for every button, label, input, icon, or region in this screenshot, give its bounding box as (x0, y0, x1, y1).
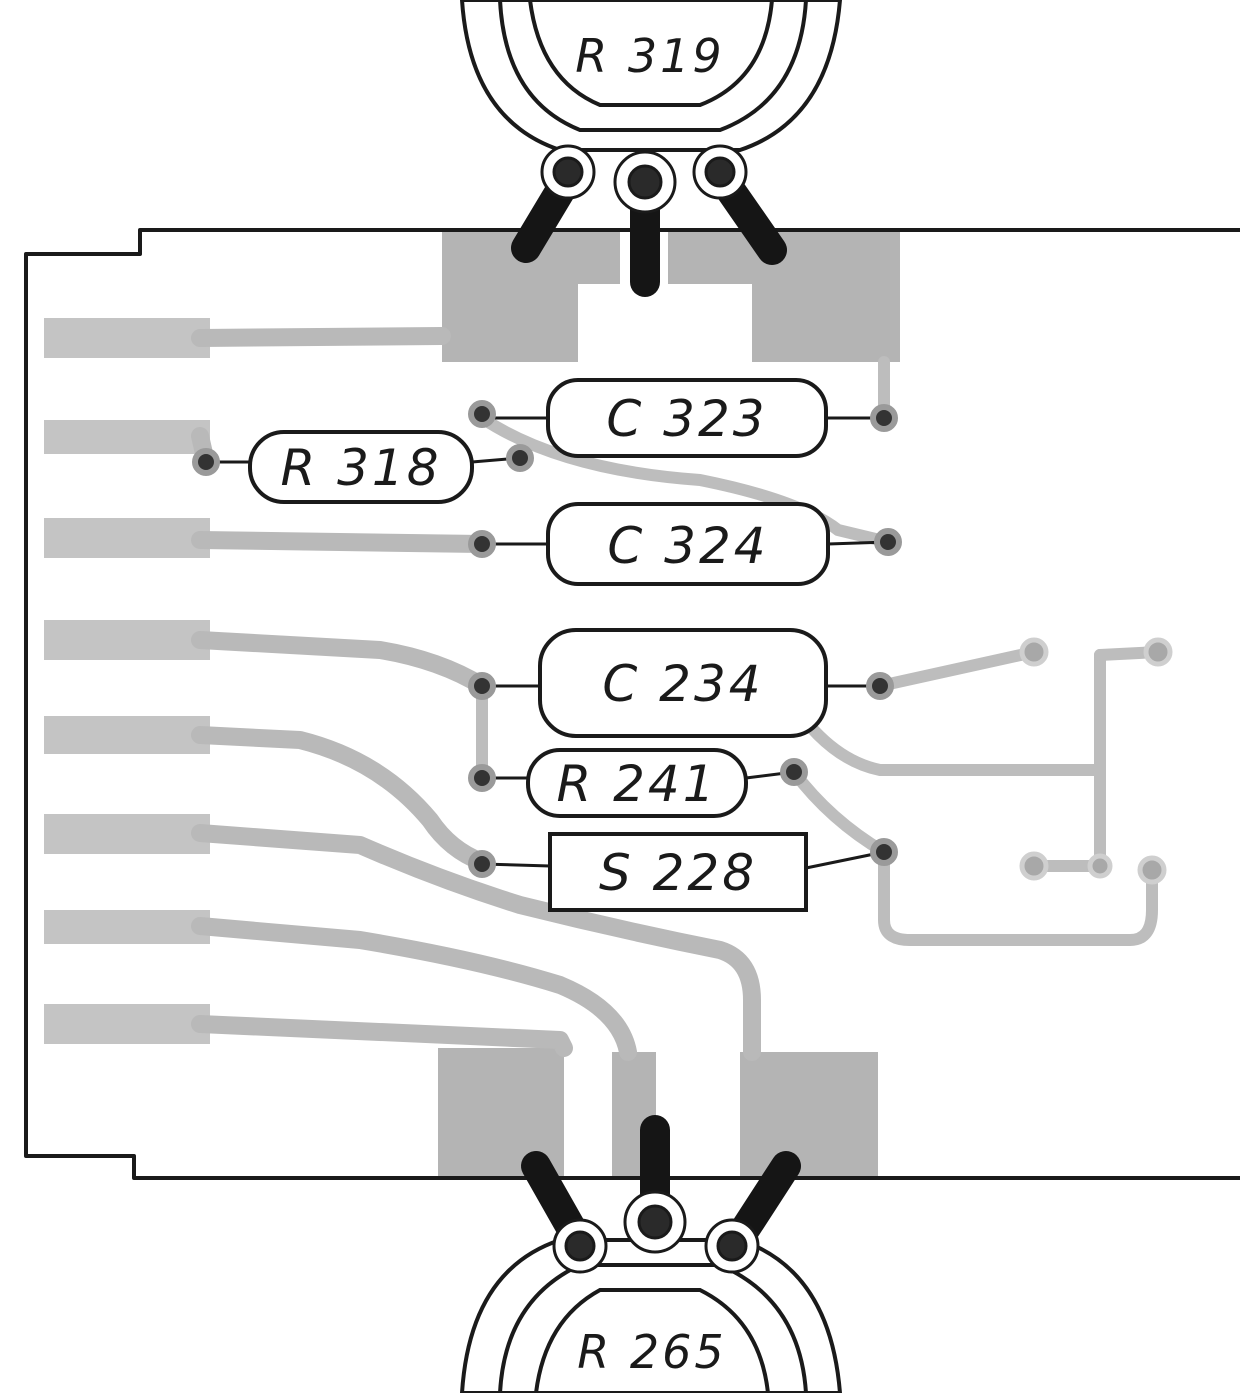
r319-terminal-left-core (552, 156, 584, 188)
trace-3 (191, 531, 491, 553)
node-c234-right (866, 672, 894, 700)
pad-block-top-center (578, 232, 620, 284)
node-grey-3 (1019, 851, 1049, 881)
node-s228-left (468, 850, 496, 878)
node-grey-4 (1087, 853, 1113, 879)
trace-5 (191, 726, 491, 871)
potentiometer-r265: R 265 (459, 1115, 843, 1393)
node-r318-left (192, 448, 220, 476)
node-grey-2 (1143, 637, 1173, 667)
edge-finger-8 (44, 1004, 210, 1044)
node-r318-right (506, 444, 534, 472)
trace-11 (874, 646, 1040, 692)
pad-block-bottom-right (740, 1052, 878, 1176)
resistor-r318: R 318 (248, 430, 474, 504)
trace-7 (191, 917, 637, 1061)
node-c323-right (870, 404, 898, 432)
pad-block-top-center-right (668, 232, 752, 284)
trace-16 (878, 856, 1158, 946)
edge-finger-4 (44, 620, 210, 660)
r318-label: R 318 (280, 439, 441, 497)
r265-terminal-left-core (564, 1230, 596, 1262)
trace-4 (191, 631, 491, 695)
c324-label: C 324 (607, 517, 768, 575)
r265-label: R 265 (577, 1325, 726, 1379)
capacitor-c323: C 323 (546, 378, 828, 458)
trace-1 (191, 327, 451, 347)
node-r241-right (780, 758, 808, 786)
trace-12 (784, 694, 1102, 776)
node-grey-5 (1137, 855, 1167, 885)
r241-label: R 241 (556, 755, 717, 813)
node-s228-right (870, 838, 898, 866)
c323-label: C 323 (606, 390, 767, 448)
r265-terminal-right-core (716, 1230, 748, 1262)
component-s228: S 228 (548, 832, 808, 912)
node-r241-left (468, 764, 496, 792)
s228-label: S 228 (599, 844, 757, 902)
edge-finger-1 (44, 318, 210, 358)
edge-finger-6 (44, 814, 210, 854)
capacitor-c234: C 234 (538, 628, 828, 738)
resistor-r241: R 241 (526, 748, 748, 818)
node-c324-left (468, 530, 496, 558)
node-c234-left (468, 672, 496, 700)
trace-6 (191, 824, 761, 1061)
potentiometer-r319: R 319 (459, 0, 843, 297)
r319-terminal-right-core (704, 156, 736, 188)
board-outline (24, 228, 1240, 1180)
r265-terminal-center-core (637, 1204, 673, 1240)
edge-finger-7 (44, 910, 210, 944)
c234-label: C 234 (602, 655, 763, 713)
trace-8 (191, 1015, 573, 1057)
capacitor-c324: C 324 (546, 502, 830, 586)
r319-terminal-center-core (627, 164, 663, 200)
r319-label: R 319 (575, 29, 724, 83)
edge-finger-2 (44, 420, 210, 454)
pad-block-top-left (442, 232, 578, 362)
node-grey-1 (1019, 637, 1049, 667)
edge-finger-5 (44, 716, 210, 754)
node-c324-right (874, 528, 902, 556)
node-c323-left (468, 400, 496, 428)
edge-finger-3 (44, 518, 210, 558)
